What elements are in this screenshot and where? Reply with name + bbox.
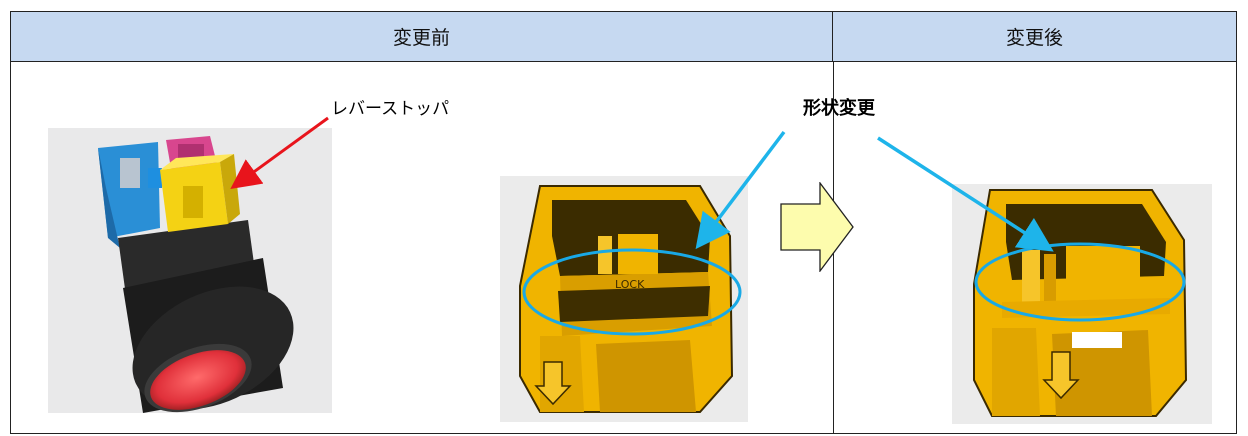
arrow-to-before-change (695, 130, 786, 250)
label-lever-stopper: レバーストッパ (331, 99, 450, 119)
arrow-to-after-change (877, 136, 1054, 252)
label-shape-change: 形状変更 (803, 98, 875, 119)
push-button-switch-photo (48, 128, 332, 413)
header-after: 変更後 (833, 12, 1236, 62)
svg-text:LOCK: LOCK (615, 278, 645, 291)
header-before: 変更前 (11, 12, 833, 62)
header-before-label: 変更前 (392, 27, 450, 49)
change-arrow-icon (780, 182, 854, 272)
comparison-table: 変更前 変更後 (10, 11, 1237, 434)
header-after-label: 変更後 (1005, 27, 1063, 49)
cad-model-before: LOCK (500, 176, 748, 422)
arrow-to-lever-stopper (230, 116, 329, 190)
